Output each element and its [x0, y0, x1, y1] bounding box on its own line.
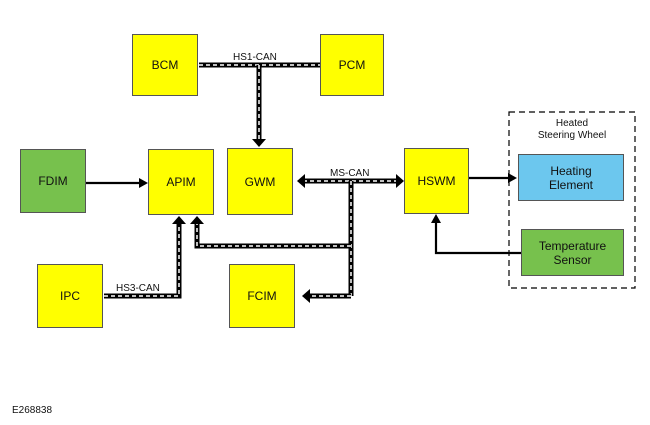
hs3-can-link	[104, 216, 186, 299]
fdim-module: FDIM	[20, 149, 86, 213]
heated-steering-wheel-enclosure	[508, 111, 636, 289]
pcm-module: PCM	[320, 34, 384, 96]
gwm-label: GWM	[244, 174, 276, 189]
ms-can-branch	[190, 181, 354, 303]
bcm-module: BCM	[132, 34, 198, 96]
ms-can-label: MS-CAN	[330, 168, 370, 179]
fcim-label: FCIM	[247, 289, 277, 303]
temperature-sensor: Temperature Sensor	[521, 229, 624, 276]
temperature-sensor-label-line2: Sensor	[553, 252, 592, 267]
hswm-module: HSWM	[404, 148, 469, 214]
bcm-label: BCM	[151, 58, 179, 72]
heated-steering-wheel-title-line1: Heated	[555, 118, 589, 129]
apim-label: APIM	[166, 175, 196, 189]
apim-module: APIM	[148, 149, 214, 215]
hs3-can-label: HS3-CAN	[116, 283, 160, 294]
hs1-can-label: HS1-CAN	[233, 52, 277, 63]
hs1-can-to-gwm	[252, 65, 266, 147]
hswm-to-heating-element-link	[469, 173, 517, 183]
fdim-to-apim-link	[86, 178, 148, 188]
temperature-sensor-label-line1: Temperature	[538, 238, 607, 253]
heating-element-label-line1: Heating	[550, 163, 592, 178]
heated-steering-wheel-title: Heated Steering Wheel	[509, 118, 635, 142]
hswm-label: HSWM	[417, 174, 456, 188]
ipc-label: IPC	[59, 289, 80, 303]
heated-steering-wheel-title-line2: Steering Wheel	[537, 130, 607, 141]
heating-element-label-line2: Element	[548, 177, 594, 192]
ipc-module: IPC	[37, 264, 103, 328]
pcm-label: PCM	[338, 58, 366, 72]
temperature-sensor-to-hswm-link	[431, 214, 521, 255]
fdim-label: FDIM	[38, 174, 68, 188]
fcim-module: FCIM	[229, 264, 295, 328]
gwm-module: GWM	[227, 148, 293, 215]
heating-element: Heating Element	[518, 154, 624, 201]
figure-id: E268838	[12, 405, 53, 416]
